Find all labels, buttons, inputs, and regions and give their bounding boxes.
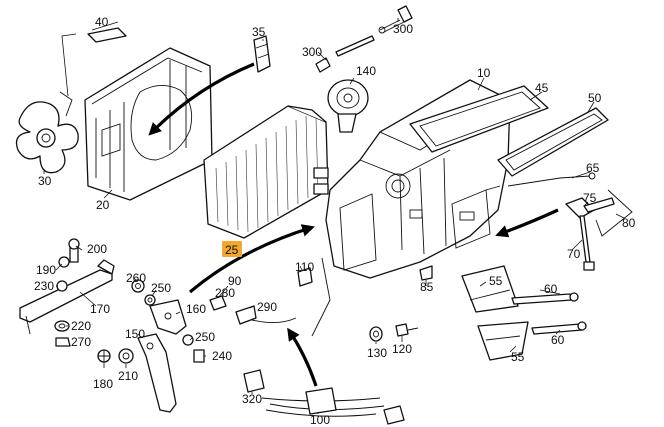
flap-part-55-upper [461, 265, 579, 313]
clip-part-85 [419, 265, 433, 281]
connector-part-300-top [315, 5, 413, 73]
part-label: 50 [588, 91, 602, 105]
leader-lines [43, 18, 625, 414]
part-label: 60 [544, 282, 558, 296]
fan-part-30 [15, 91, 79, 174]
part-label: 75 [583, 191, 597, 205]
part-label: 60 [551, 333, 565, 347]
part-label: 240 [212, 349, 232, 363]
part-label: 45 [535, 81, 549, 95]
part-label: 300 [393, 22, 413, 36]
part-label: 100 [310, 413, 330, 427]
assembly-arrows [148, 62, 559, 387]
part-label: 290 [257, 300, 277, 314]
part-label: 150 [125, 327, 145, 341]
clip-part-110 [297, 267, 313, 287]
fasteners-part-250-240 [182, 334, 205, 363]
part-label: 250 [195, 330, 215, 344]
fasteners-part-260-250 [131, 279, 156, 306]
part-label: 190 [36, 263, 56, 277]
part-label: 160 [186, 302, 206, 316]
part-label: 110 [295, 260, 314, 274]
part-label: 320 [242, 392, 262, 406]
part-label: 180 [93, 377, 113, 391]
flap-part-55-lower [477, 321, 587, 361]
long-bracket-part-150 [137, 333, 177, 413]
wire-part-90 [311, 257, 331, 337]
duct-frame-part-45 [409, 85, 549, 153]
part-label: 140 [356, 64, 376, 78]
part-label: 210 [118, 369, 138, 383]
part-label: 200 [87, 242, 107, 256]
part-label: 70 [567, 247, 581, 261]
part-label: 55 [489, 274, 503, 288]
connector-part-320 [243, 369, 265, 393]
part-label: 80 [622, 216, 636, 230]
part-label: 270 [71, 335, 91, 349]
part-label: 130 [367, 346, 387, 360]
clip-part-35 [253, 35, 271, 73]
part-label: 65 [586, 161, 600, 175]
part-label: 120 [392, 342, 412, 356]
bracket-part-170 [19, 238, 115, 335]
heater-core-part-25 [203, 105, 329, 239]
part-label: 220 [71, 319, 91, 333]
part-label: 230 [34, 279, 54, 293]
bracket-plate-part-160 [149, 299, 187, 335]
part-label: 20 [96, 198, 110, 212]
bracket-part-40 [61, 27, 127, 97]
part-label: 260 [126, 271, 146, 285]
fan-housing-part-20 [84, 47, 213, 201]
motor-part-140 [327, 79, 369, 133]
screw-part-180 [97, 348, 134, 364]
part-label: 55 [511, 350, 525, 364]
part-label: 170 [90, 302, 110, 316]
fasteners-part-130-120 [369, 323, 419, 342]
part-label: 90 [228, 274, 242, 288]
cable-part-65 [507, 172, 596, 187]
part-label: 85 [420, 280, 434, 294]
part-label: 35 [252, 25, 266, 39]
washers-part-220-270 [54, 320, 71, 347]
part-label: 280 [215, 286, 235, 300]
part-label: 10 [477, 66, 491, 80]
part-label: 250 [151, 281, 171, 295]
seal-frame-part-50 [497, 107, 609, 177]
switch-part-280 [209, 295, 297, 325]
part-label-25-highlighted: 25 [225, 243, 239, 257]
part-label: 30 [38, 174, 52, 188]
part-label: 300 [302, 45, 322, 59]
wire-harness-part-100 [261, 387, 405, 425]
part-label: 40 [95, 15, 109, 29]
highlight-box-25 [222, 241, 242, 257]
part-labels: 40 35 300 300 140 10 45 50 30 20 65 75 8… [34, 15, 636, 427]
